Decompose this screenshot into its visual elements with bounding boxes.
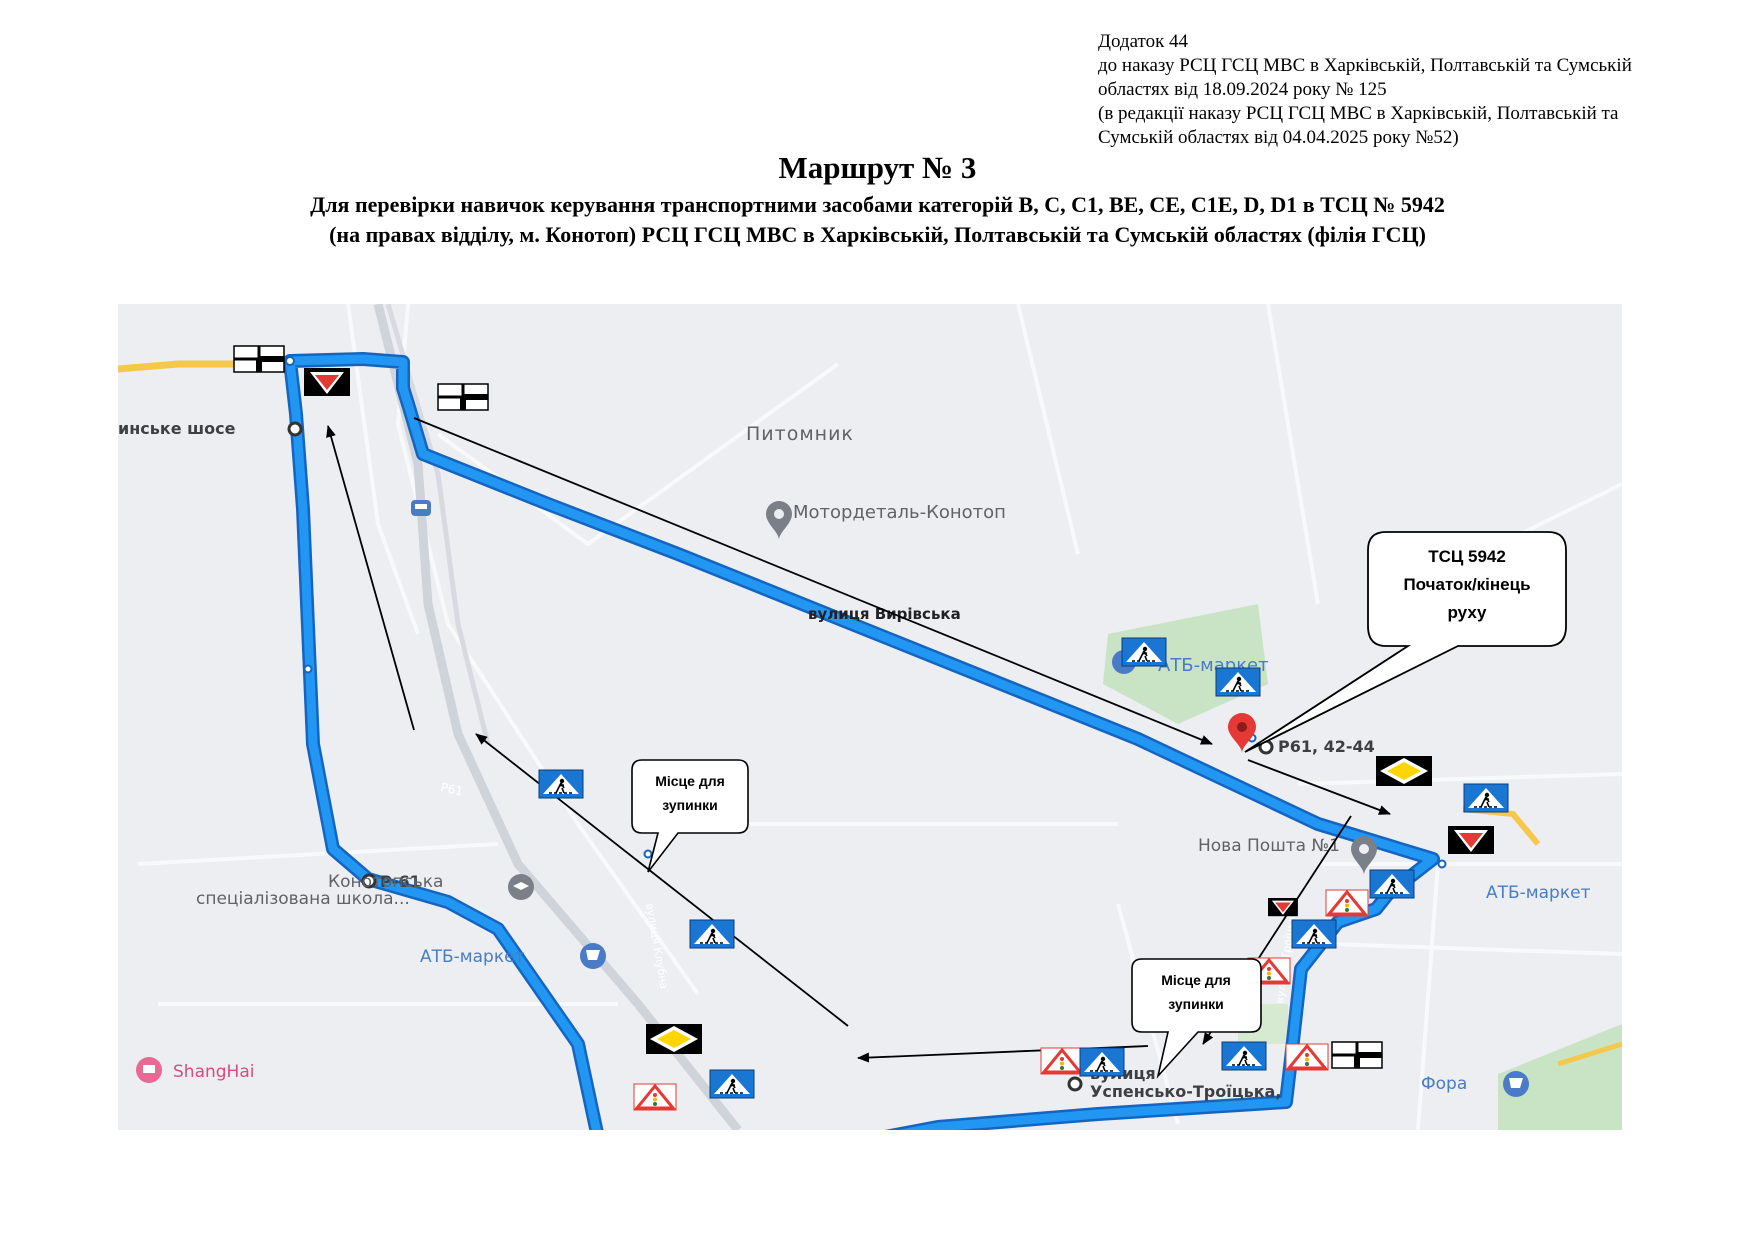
map-label-atb-bottom: АТБ-маркет bbox=[420, 947, 525, 967]
appendix-line: (в редакції наказу РСЦ ГСЦ МВС в Харківс… bbox=[1098, 103, 1619, 124]
map-pin-icon bbox=[1228, 713, 1256, 753]
map-label-uspensko-2: Успенсько-Троїцька, bbox=[1090, 1082, 1281, 1101]
appendix-line: Додаток 44 bbox=[1098, 31, 1189, 52]
route-waypoints bbox=[285, 356, 1447, 869]
appendix-block: Додаток 44 до наказу РСЦ ГСЦ МВС в Харкі… bbox=[1098, 30, 1718, 150]
map-label-shose: инське шосе bbox=[118, 419, 236, 438]
pedestrian-crossing-sign-icon bbox=[538, 769, 584, 799]
map-label-klubna: вулиця Клубна bbox=[643, 902, 671, 990]
map-label-shanghai: ShangHai bbox=[173, 1062, 254, 1082]
map-label-atb-right: АТБ-маркет bbox=[1486, 883, 1591, 903]
route-map[interactable]: инське шосе Р-61 Р61, 42-44 вулиця Успен… bbox=[118, 304, 1622, 1130]
pedestrian-crossing-sign-icon bbox=[689, 919, 735, 949]
appendix-line: областях від 18.09.2024 року № 125 bbox=[1098, 79, 1387, 100]
give-way-sign-icon bbox=[304, 368, 350, 396]
svg-text:руху: руху bbox=[1448, 603, 1487, 622]
callout-stop-right: Місце для зупинки bbox=[1131, 958, 1262, 1079]
map-label-school-2: спеціалізована школа... bbox=[196, 889, 410, 909]
railway bbox=[385, 304, 491, 745]
page-title: Маршрут № 3 bbox=[778, 150, 977, 185]
appendix-line: до наказу РСЦ ГСЦ МВС в Харківській, Пол… bbox=[1098, 55, 1632, 76]
traffic-light-warning-sign-icon bbox=[1324, 888, 1370, 918]
bus-stop-icon bbox=[411, 500, 431, 516]
give-way-sign-icon bbox=[1448, 826, 1494, 854]
map-pin-icon bbox=[766, 501, 792, 540]
svg-text:зупинки: зупинки bbox=[662, 797, 718, 813]
map-label-pytomnyk: Питомник bbox=[746, 423, 854, 445]
pedestrian-crossing-sign-icon bbox=[1291, 919, 1337, 949]
map-pin-icon bbox=[508, 874, 534, 900]
map-pin-icon bbox=[1503, 1071, 1529, 1097]
main-road-sign-icon bbox=[1376, 756, 1432, 786]
map-label-vyrivska: вулиця Вирівська bbox=[808, 605, 961, 623]
pedestrian-crossing-sign-icon bbox=[1221, 1041, 1267, 1071]
svg-text:Початок/кінець: Початок/кінець bbox=[1403, 575, 1530, 594]
give-way-sign-icon bbox=[1268, 898, 1298, 917]
pedestrian-crossing-sign-icon bbox=[1079, 1047, 1125, 1077]
map-label-nova-poshta: Нова Пошта №1 bbox=[1198, 836, 1340, 856]
map-label-school-1: Конотопська bbox=[328, 872, 443, 892]
map-label-fora: Фора bbox=[1421, 1074, 1467, 1094]
map-label-r61-address: Р61, 42-44 bbox=[1278, 737, 1375, 756]
svg-text:зупинки: зупинки bbox=[1168, 996, 1224, 1012]
svg-text:Місце для: Місце для bbox=[655, 773, 725, 789]
railway bbox=[373, 304, 742, 1130]
minor-streets bbox=[137, 304, 1622, 1130]
svg-text:Місце для: Місце для bbox=[1161, 972, 1231, 988]
map-label-motordetal: Мотордеталь-Конотоп bbox=[793, 502, 1006, 523]
intersection-scheme-sign-icon bbox=[1332, 1042, 1382, 1068]
pedestrian-crossing-sign-icon bbox=[709, 1069, 755, 1099]
callout-stop-left: Місце для зупинки bbox=[631, 759, 749, 873]
subtitle-line: (на правах відділу, м. Конотоп) РСЦ ГСЦ … bbox=[329, 222, 1426, 247]
traffic-light-warning-sign-icon bbox=[1284, 1042, 1330, 1072]
map-pin-icon bbox=[136, 1057, 162, 1083]
main-road bbox=[1557, 1041, 1622, 1067]
map-label-r61-left: Р-61 bbox=[380, 872, 421, 891]
route-markers bbox=[287, 421, 1274, 1092]
callout-tsc: ТСЦ 5942 Початок/кінець руху bbox=[1244, 531, 1567, 753]
intersection-scheme-sign-icon bbox=[234, 346, 284, 372]
intersection-scheme-sign-icon bbox=[438, 384, 488, 410]
route-map-canvas: инське шосе Р-61 Р61, 42-44 вулиця Успен… bbox=[118, 304, 1622, 1130]
subtitle-line: Для перевірки навичок керування транспор… bbox=[310, 192, 1445, 217]
map-pin-icon bbox=[1351, 836, 1377, 875]
traffic-light-warning-sign-icon bbox=[1039, 1046, 1085, 1076]
pedestrian-crossing-sign-icon bbox=[1215, 667, 1261, 697]
main-road-sign-icon bbox=[646, 1024, 702, 1054]
map-label-r61-road: Р61 bbox=[439, 780, 464, 798]
pedestrian-crossing-sign-icon bbox=[1463, 783, 1509, 813]
svg-text:ТСЦ 5942: ТСЦ 5942 bbox=[1428, 547, 1506, 566]
appendix-line: Сумській областях від 04.04.2025 року №5… bbox=[1098, 127, 1459, 148]
pedestrian-crossing-sign-icon bbox=[1369, 869, 1415, 899]
park-area bbox=[1498, 1024, 1622, 1130]
traffic-light-warning-sign-icon bbox=[632, 1082, 678, 1112]
page-subtitle: Для перевірки навичок керування транспор… bbox=[0, 190, 1755, 250]
pedestrian-crossing-sign-icon bbox=[1121, 637, 1167, 667]
map-pin-icon bbox=[580, 943, 606, 969]
